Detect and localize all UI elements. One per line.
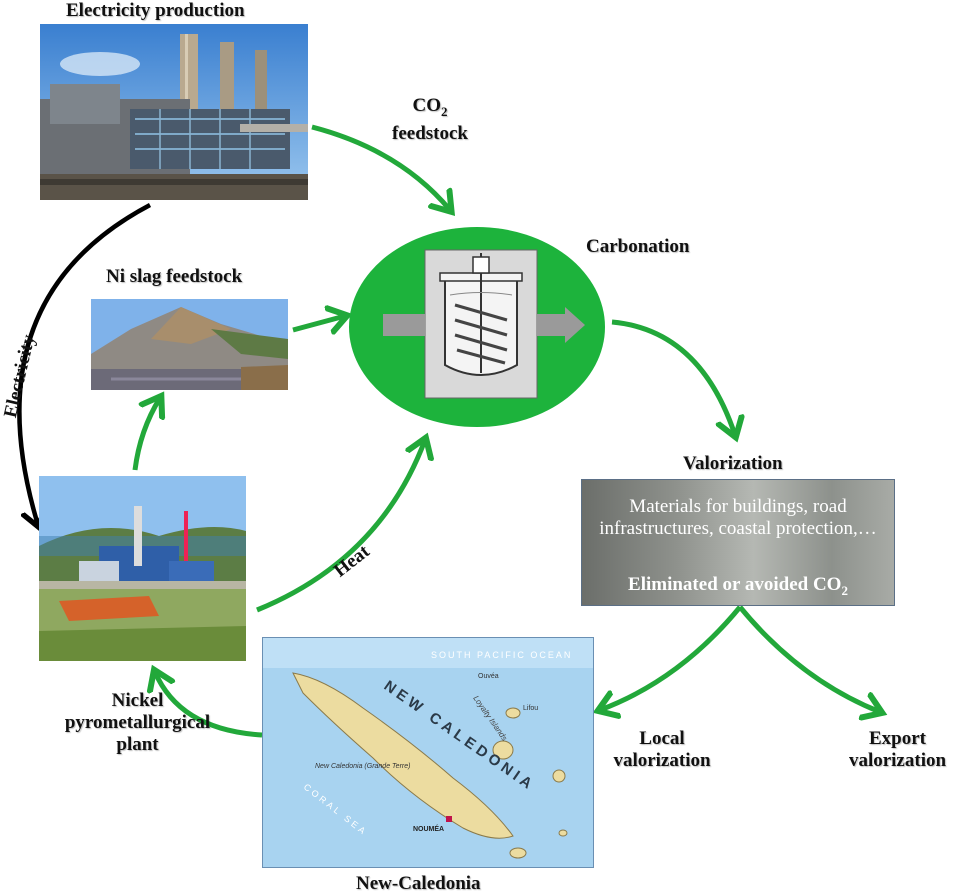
arrow-carbonation-to-valorization: [611, 319, 735, 435]
label-valorization: Valorization: [683, 453, 783, 474]
map-ocean-text: SOUTH PACIFIC OCEAN: [431, 650, 572, 660]
eliminated-co2-text: Eliminated or avoided CO2: [628, 574, 848, 598]
label-electricity-production: Electricity production: [66, 0, 245, 21]
new-caledonia-map: NEW CALEDONIA SOUTH PACIFIC OCEAN CORAL …: [262, 637, 594, 868]
power-plant-photo: [40, 24, 308, 200]
ni-slag-photo: [91, 299, 288, 390]
label-ni-slag-feedstock: Ni slag feedstock: [106, 266, 243, 287]
map-grande-terre-text: New Caledonia (Grande Terre): [315, 763, 410, 770]
arrow-co2-to-carbonation: [311, 124, 450, 210]
valorization-box: Materials for buildings, road infrastruc…: [581, 479, 895, 606]
arrow-to-local-valorization: [600, 605, 742, 710]
map-ouvea-text: Ouvéa: [478, 673, 499, 680]
label-local-valorization: Local valorization: [613, 728, 711, 771]
nickel-plant-photo: [39, 476, 246, 661]
label-new-caledonia: New-Caledonia: [356, 873, 481, 894]
arrow-heat-to-carbonation: [256, 440, 425, 613]
arrow-map-to-plant: [155, 672, 263, 738]
arrow-to-export-valorization: [738, 605, 880, 712]
label-export-valorization: Export valorization: [848, 728, 947, 771]
arrow-electricity: [17, 203, 152, 525]
map-capital-text: NOUMÉA: [413, 824, 444, 833]
label-co2-feedstock: CO2 feedstock: [392, 95, 468, 144]
arrow-plant-to-slag: [132, 398, 160, 471]
label-carbonation: Carbonation: [586, 236, 690, 257]
arrow-slag-to-carbonation: [292, 316, 345, 330]
map-lifou-text: Lifou: [523, 705, 538, 712]
carbonation-reactor: [345, 225, 610, 430]
label-nickel-plant: Nickel pyrometallurgical plant: [64, 690, 211, 755]
valorization-box-text: Materials for buildings, road infrastruc…: [599, 496, 877, 539]
